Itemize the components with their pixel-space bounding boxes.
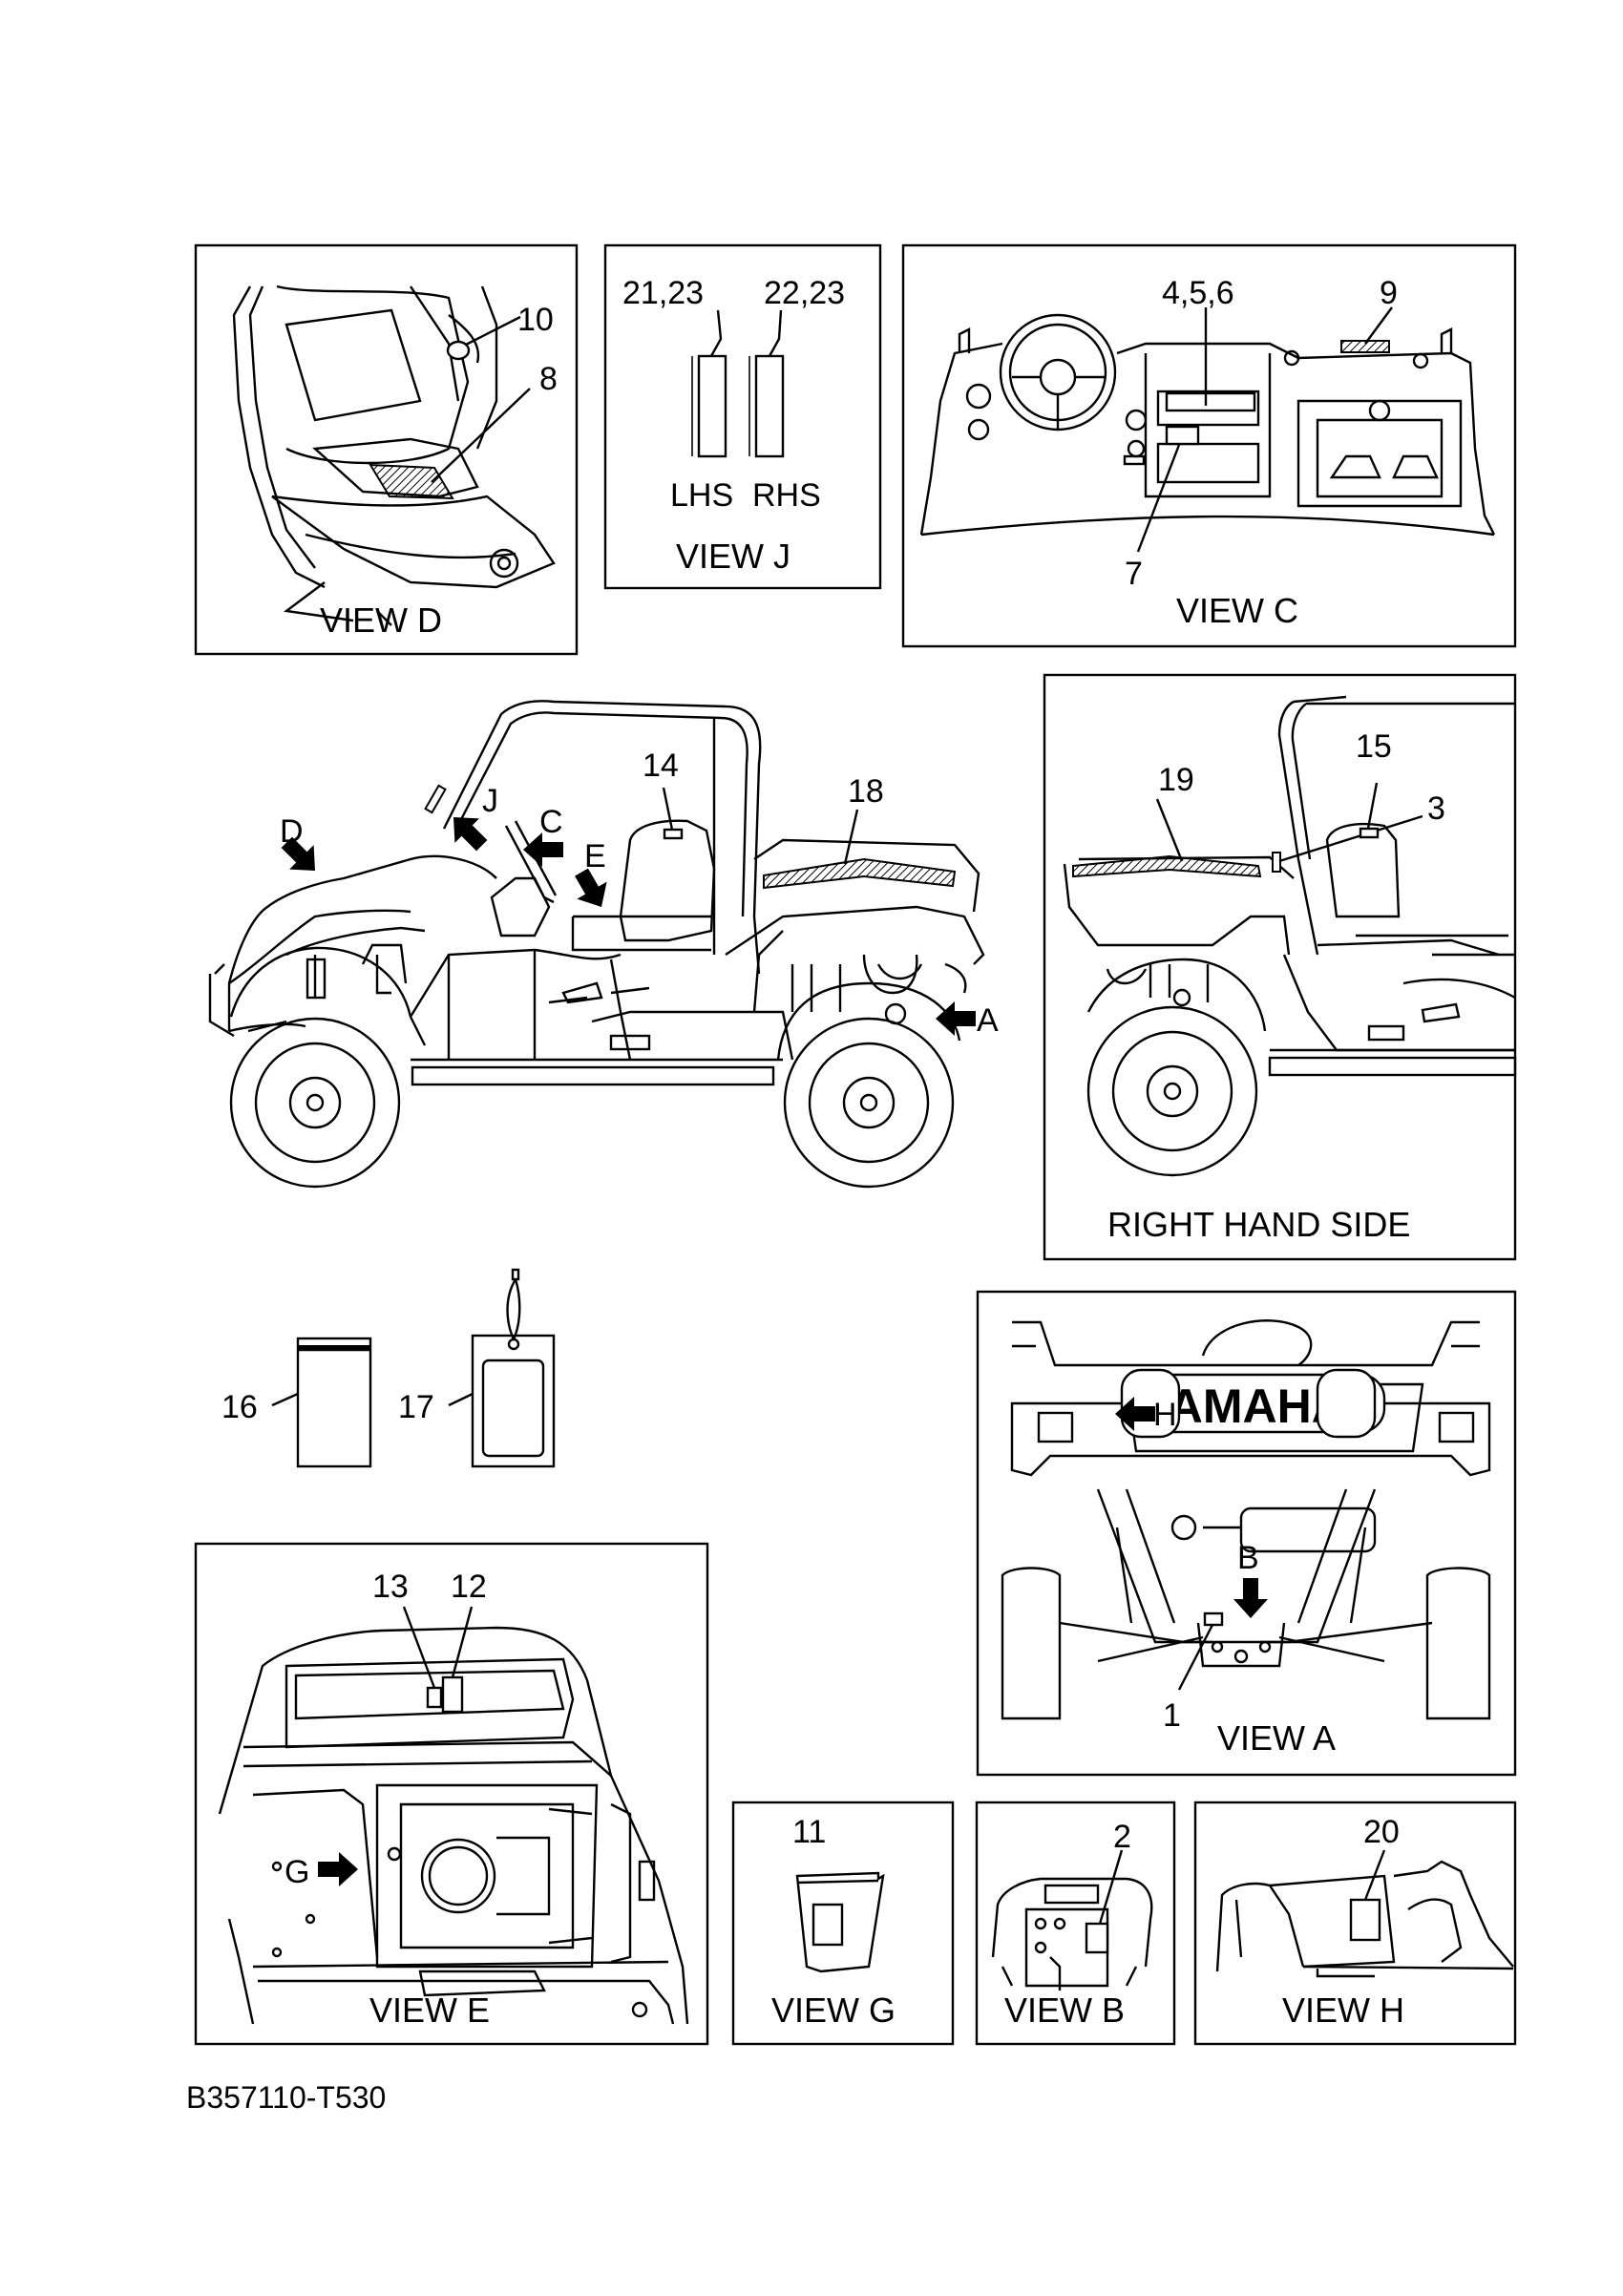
callout-18: 18: [848, 773, 884, 810]
callout-8: 8: [539, 361, 558, 397]
arrow-b: [1233, 1578, 1268, 1618]
callout-14: 14: [643, 748, 679, 784]
sticker-3: [1272, 852, 1281, 873]
view-d-front-shroud-drawing: [232, 284, 556, 626]
view-b-caption: VIEW B: [1004, 1991, 1125, 2030]
arrow-label-h: H: [1153, 1397, 1177, 1433]
view-b-panel: 2 VIEW B: [975, 1801, 1176, 2046]
vehicle-right-body-drawing: [1063, 695, 1517, 1177]
view-c-dashboard-drawing: [919, 313, 1496, 537]
decal-18: [763, 857, 957, 890]
sticker-j-pillar: [424, 784, 447, 814]
view-e-panel: 13 12 G VIEW E: [194, 1542, 709, 2046]
view-c-caption: VIEW C: [1176, 591, 1298, 630]
callout-4-5-6: 4,5,6: [1162, 275, 1234, 311]
sticker-4-5-6: [1165, 391, 1256, 412]
callout-10: 10: [517, 302, 554, 338]
callout-11: 11: [792, 1814, 826, 1850]
view-h-caption: VIEW H: [1282, 1991, 1404, 2030]
sticker-22-23: [754, 354, 785, 458]
sticker-12: [441, 1675, 464, 1714]
arrow-g: [318, 1852, 358, 1886]
loose-parts: 16 17: [221, 1268, 556, 1468]
decal-19: [1072, 854, 1262, 878]
callout-17: 17: [398, 1389, 434, 1425]
callout-15: 15: [1356, 728, 1392, 765]
callout-22-23: 22,23: [764, 275, 845, 311]
main-vehicle-left-view: D J C E A 14 18: [208, 700, 999, 1189]
right-hand-side-panel: 19 15 3 RIGHT HAND SIDE: [1043, 673, 1517, 1261]
label-rhs: RHS: [752, 477, 821, 514]
sticker-10: [446, 340, 471, 361]
callout-19: 19: [1158, 762, 1194, 798]
callout-21-23: 21,23: [622, 275, 704, 311]
view-c-panel: 4,5,6 9 7 VIEW C: [901, 243, 1517, 648]
sticker-11: [812, 1903, 844, 1947]
sticker-14: [663, 828, 684, 840]
label-lhs: LHS: [670, 477, 733, 514]
sticker-9: [1340, 340, 1390, 353]
arrow-label-a: A: [977, 1002, 999, 1039]
view-b-hitch-drawing: [991, 1877, 1153, 1991]
sticker-20: [1349, 1898, 1381, 1942]
sticker-8: [369, 463, 454, 500]
view-g-panel: 11 VIEW G: [731, 1801, 955, 2046]
part-number: B357110-T530: [186, 2080, 386, 2115]
view-a-rear-drawing: [1001, 1319, 1491, 1720]
callout-20: 20: [1363, 1814, 1400, 1850]
sticker-1: [1203, 1611, 1224, 1627]
callout-16: 16: [221, 1389, 258, 1425]
view-j-caption: VIEW J: [676, 537, 790, 576]
view-h-fender-drawing: [1215, 1860, 1514, 1978]
callout-7: 7: [1125, 556, 1143, 592]
callout-13: 13: [372, 1569, 409, 1605]
sticker-21-23: [697, 354, 727, 458]
arrow-label-e: E: [584, 838, 606, 874]
view-j-panel: 21,23 22,23 LHS RHS VIEW J: [603, 243, 882, 590]
sticker-15: [1359, 827, 1380, 839]
arrow-label-b: B: [1237, 1540, 1259, 1576]
view-g-caption: VIEW G: [771, 1991, 896, 2030]
view-a-panel: YAMAHA H B 1 VIEW A: [976, 1290, 1517, 1777]
callout-2: 2: [1113, 1819, 1131, 1855]
callout-3: 3: [1427, 790, 1445, 827]
part-17-tag: [471, 1334, 556, 1468]
rhs-caption: RIGHT HAND SIDE: [1107, 1205, 1410, 1244]
view-d-panel: 10 8 VIEW D: [194, 243, 579, 656]
arrow-label-c: C: [539, 804, 563, 840]
sticker-2: [1085, 1922, 1109, 1954]
vehicle-left-body-drawing: [208, 700, 985, 1189]
arrow-label-d: D: [280, 813, 304, 850]
view-d-caption: VIEW D: [320, 600, 442, 640]
callout-1: 1: [1163, 1697, 1181, 1734]
part-16-manual: [296, 1337, 372, 1468]
arrow-label-j: J: [482, 783, 498, 819]
view-e-console-drawing: [218, 1626, 689, 2025]
callout-12: 12: [451, 1569, 487, 1605]
sticker-13: [426, 1686, 443, 1709]
view-h-panel: 20 VIEW H: [1193, 1801, 1517, 2046]
sticker-7: [1165, 425, 1200, 446]
callout-9: 9: [1380, 275, 1398, 311]
view-e-caption: VIEW E: [369, 1991, 490, 2030]
view-a-caption: VIEW A: [1217, 1718, 1336, 1758]
arrow-label-g: G: [285, 1854, 309, 1890]
